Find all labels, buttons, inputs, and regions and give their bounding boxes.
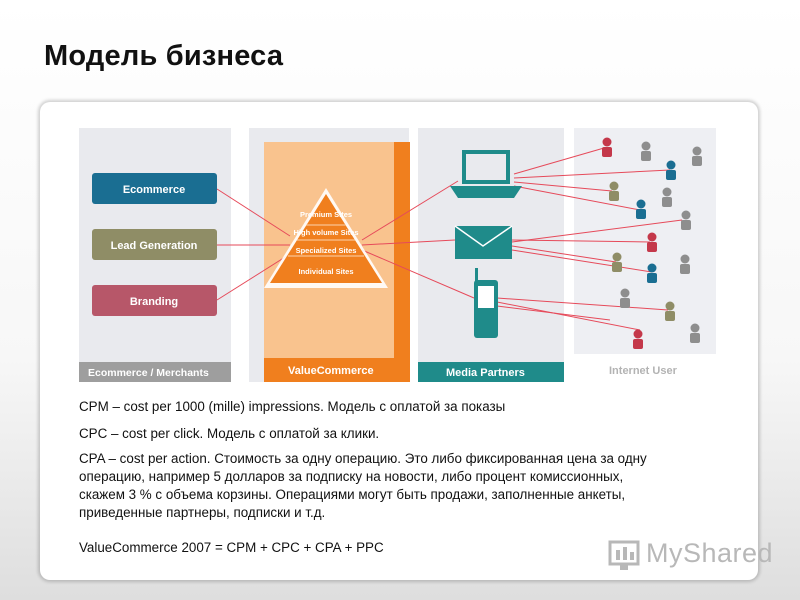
user-icon xyxy=(666,160,676,180)
pyramid-level-individual: Individual Sites xyxy=(298,267,353,276)
user-icon xyxy=(641,141,651,161)
user-icon xyxy=(692,146,702,166)
media-label-bar xyxy=(418,362,564,382)
ecommerce-box xyxy=(92,173,217,204)
watermark-text: MyShared xyxy=(646,538,774,568)
user-icon xyxy=(609,181,619,201)
valuecommerce-label: ValueCommerce xyxy=(288,365,374,377)
merchants-label-bar xyxy=(79,362,231,382)
media-label: Media Partners xyxy=(446,367,525,379)
pyramid-level-specialized: Specialized Sites xyxy=(296,246,357,255)
page-title: Модель бизнеса xyxy=(44,40,284,72)
cpa-text-line-3: скажем 3 % с объема корзины. Операциями … xyxy=(79,487,626,502)
cpm-text: CPM – cost per 1000 (mille) impressions.… xyxy=(79,399,506,414)
pyramid-dividers xyxy=(288,224,364,257)
user-icon xyxy=(647,232,657,252)
user-icon xyxy=(602,137,612,157)
user-icon xyxy=(633,329,643,349)
pyramid-level-premium: Premium Sites xyxy=(300,210,352,219)
cpa-text-line-1: CPA – cost per action. Стоимость за одну… xyxy=(79,451,647,466)
user-icon xyxy=(665,301,675,321)
user-icon xyxy=(681,210,691,230)
valuecommerce-frame-back xyxy=(394,142,410,382)
internet-users xyxy=(602,137,702,349)
user-icon xyxy=(662,187,672,207)
internet-label: Internet User xyxy=(609,365,678,377)
formula-text: ValueCommerce 2007 = CPM + CPC + CPA + P… xyxy=(79,540,384,555)
site-pyramid xyxy=(270,194,382,283)
myshared-logo-icon xyxy=(608,540,640,570)
cpa-text-line-2: операцию, например 5 долларов за подписк… xyxy=(79,469,624,484)
laptop-icon xyxy=(450,150,522,198)
valuecommerce-label-bar xyxy=(264,358,410,382)
user-icon xyxy=(680,254,690,274)
user-icon xyxy=(636,199,646,219)
user-icon xyxy=(612,252,622,272)
ecommerce-box-label: Ecommerce xyxy=(123,184,185,196)
cpc-text: CPC – cost per click. Модель с оплатой з… xyxy=(79,426,380,441)
connection-lines xyxy=(216,147,683,331)
envelope-icon xyxy=(454,225,513,259)
branding-box-label: Branding xyxy=(130,296,178,308)
merchants-label: Ecommerce / Merchants xyxy=(88,367,209,379)
user-icon xyxy=(620,288,630,308)
mobile-phone-icon xyxy=(474,268,498,338)
branding-box xyxy=(92,285,217,316)
cpa-text-line-4: приведенные партнеры, подписки и т.д. xyxy=(79,505,326,520)
user-icon xyxy=(690,323,700,343)
user-icon xyxy=(647,263,657,283)
lead-generation-box xyxy=(92,229,217,260)
lead-generation-box-label: Lead Generation xyxy=(111,240,198,252)
pyramid-level-high-volume: High volume Sites xyxy=(293,228,358,237)
